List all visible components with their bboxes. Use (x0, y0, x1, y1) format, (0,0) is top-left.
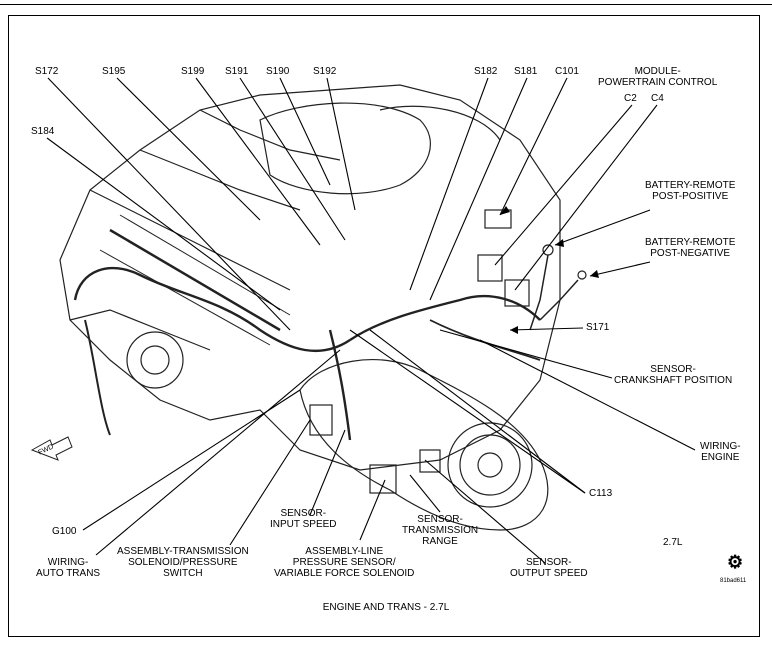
label-s192: S192 (313, 66, 337, 77)
label-battery-remote-post-negative: BATTERY-REMOTE POST-NEGATIVE (645, 237, 736, 259)
label-wiring-auto-trans: WIRING- AUTO TRANS (36, 557, 101, 579)
label-battery-remote-post-positive: BATTERY-REMOTE POST-POSITIVE (645, 180, 736, 202)
engine-drawing (30, 84, 587, 531)
figure-frame (8, 15, 760, 637)
label-c2: C2 (624, 93, 637, 104)
leader-lines (46, 77, 696, 564)
figure-code: 81bad611 (720, 578, 747, 584)
label-s182: S182 (474, 66, 498, 77)
arrowheads (500, 206, 599, 334)
label-assembly-line-pressure-sensor: ASSEMBLY-LINE PRESSURE SENSOR/ VARIABLE … (274, 546, 415, 579)
label-g100: G100 (52, 526, 77, 537)
top-rule (0, 4, 772, 5)
figure-caption: ENGINE AND TRANS - 2.7L (322, 602, 450, 613)
label-s199: S199 (181, 66, 205, 77)
label-sensor-crankshaft-position: SENSOR- CRANKSHAFT POSITION (614, 364, 733, 386)
label-sensor-output-speed: SENSOR- OUTPUT SPEED (510, 557, 588, 579)
label-c4: C4 (651, 93, 664, 104)
label-s195: S195 (102, 66, 126, 77)
label-engine-size: 2.7L (663, 537, 683, 548)
label-assembly-transmission-solenoid: ASSEMBLY-TRANSMISSION SOLENOID/PRESSURE … (117, 546, 249, 579)
label-s190: S190 (266, 66, 290, 77)
gear-icon: ⚙ (727, 552, 744, 572)
label-c101: C101 (555, 66, 579, 77)
label-wiring-engine: WIRING- ENGINE (700, 441, 741, 463)
label-sensor-input-speed: SENSOR- INPUT SPEED (270, 508, 337, 530)
label-module-powertrain-control: MODULE- POWERTRAIN CONTROL (598, 66, 718, 88)
label-s171: S171 (586, 322, 610, 333)
label-c113: C113 (589, 488, 613, 499)
label-s172: S172 (35, 66, 59, 77)
label-s184: S184 (31, 126, 55, 137)
label-sensor-transmission-range: SENSOR- TRANSMISSION RANGE (402, 514, 479, 547)
label-s191: S191 (225, 66, 249, 77)
label-s181: S181 (514, 66, 538, 77)
